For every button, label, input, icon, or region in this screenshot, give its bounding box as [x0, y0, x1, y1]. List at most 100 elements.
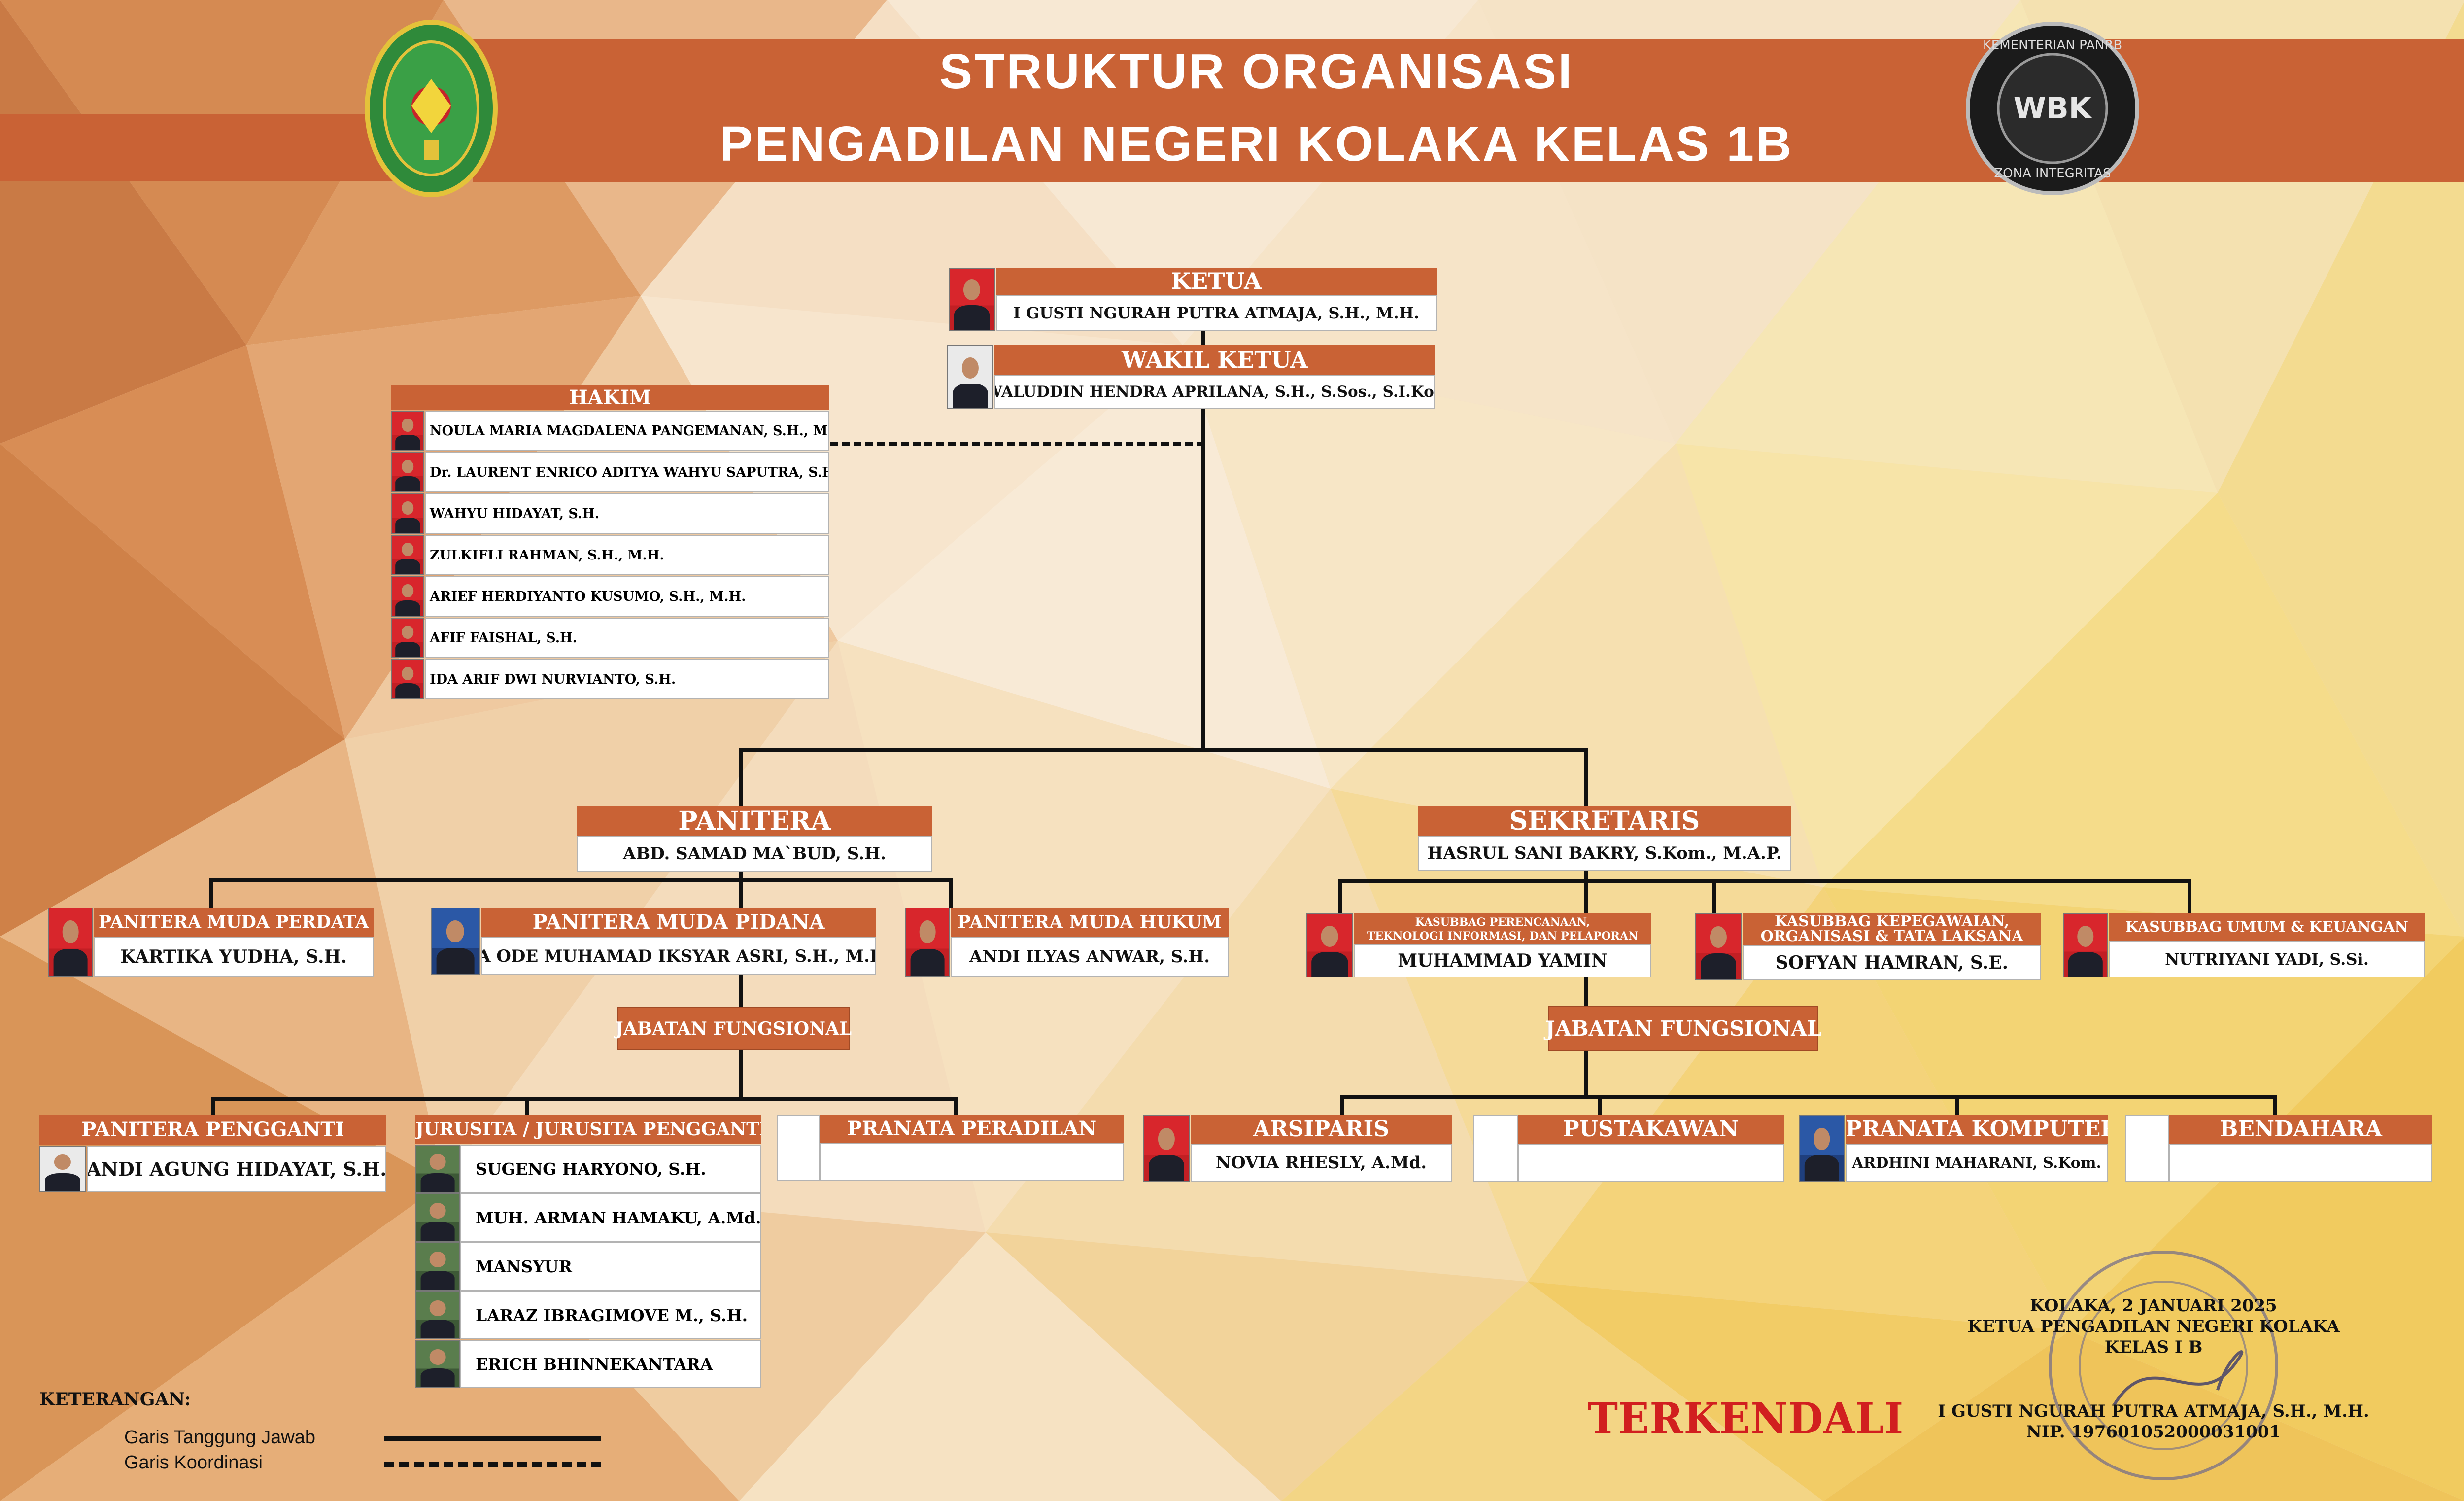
- jabatan-fungsional-right: JABATAN FUNGSIONAL: [1548, 1006, 1818, 1051]
- line-to-kasubbag-kepeg: [1712, 879, 1716, 913]
- kasubbag-umum-title: KASUBBAG UMUM & KEUANGAN: [2109, 913, 2425, 941]
- panitera-pengganti-box: PANITERA PENGGANTI ANDI AGUNG HIDAYAT, S…: [39, 1115, 386, 1192]
- arsiparis-photo: [1143, 1115, 1190, 1182]
- signature-role-line2: KELAS I B: [1932, 1337, 2375, 1358]
- line-wakil-down: [1201, 409, 1205, 750]
- pranata-peradilan-name: [820, 1143, 1124, 1181]
- hakim-photo: [391, 618, 424, 658]
- pranata-komputer-box: PRANATA KOMPUTER ARDHINI MAHARANI, S.Kom…: [1799, 1115, 2108, 1182]
- jurusita-name: ERICH BHINNEKANTARA: [460, 1340, 761, 1388]
- hakim-name: NOULA MARIA MAGDALENA PANGEMANAN, S.H., …: [425, 411, 829, 451]
- kasubbag-kepeg-title-line1: KASUBBAG KEPEGAWAIAN,: [1743, 914, 2041, 929]
- pm-pidana-name: LA ODE MUHAMAD IKSYAR ASRI, S.H., M.H.: [481, 937, 876, 975]
- pranata-komputer-name: ARDHINI MAHARANI, S.Kom.: [1846, 1144, 2108, 1182]
- pranata-komputer-photo: [1799, 1115, 1845, 1182]
- terkendali-stamp: TERKENDALI: [1588, 1394, 1904, 1444]
- hakim-photo: [391, 576, 424, 617]
- hakim-photo: [391, 452, 424, 492]
- sekretaris-box: SEKRETARIS HASRUL SANI BAKRY, S.Kom., M.…: [1418, 806, 1791, 871]
- line-to-pm-hukum: [949, 878, 953, 908]
- kasubbag-kepeg-name: SOFYAN HAMRAN, S.E.: [1743, 945, 2041, 980]
- pm-hukum-name: ANDI ILYAS ANWAR, S.H.: [951, 937, 1229, 977]
- pm-pidana-photo: [431, 908, 480, 975]
- jurusita-row: ERICH BHINNEKANTARA: [415, 1340, 761, 1388]
- hakim-row: Dr. LAURENT ENRICO ADITYA WAHYU SAPUTRA,…: [391, 452, 829, 492]
- line-to-sekretaris: [1584, 748, 1588, 806]
- jurusita-name: MANSYUR: [460, 1242, 761, 1291]
- panitera-pengganti-photo: [39, 1146, 86, 1192]
- hakim-name: AFIF FAISHAL, S.H.: [425, 618, 829, 658]
- panitera-name: ABD. SAMAD MA`BUD, S.H.: [577, 836, 932, 872]
- panitera-title: PANITERA: [577, 806, 932, 836]
- line-to-kasubbag-umum: [2188, 879, 2191, 913]
- ketua-name: I GUSTI NGURAH PUTRA ATMAJA, S.H., M.H.: [996, 295, 1437, 331]
- hakim-photo: [391, 411, 424, 451]
- legend-dashed-label: Garis Koordinasi: [124, 1452, 263, 1473]
- pm-perdata-title: PANITERA MUDA PERDATA: [94, 908, 374, 937]
- signature-place-date: KOLAKA, 2 JANUARI 2025: [1932, 1295, 2375, 1316]
- wakil-ketua-name: AWALUDDIN HENDRA APRILANA, S.H., S.Sos.,…: [994, 375, 1435, 409]
- legend-dashed-line: [384, 1462, 601, 1467]
- kasubbag-umum-photo: [2063, 913, 2108, 977]
- panitera-pengganti-name: ANDI AGUNG HIDAYAT, S.H.: [87, 1146, 386, 1192]
- signature-name: I GUSTI NGURAH PUTRA ATMAJA, S.H., M.H.: [1932, 1401, 2375, 1422]
- kasubbag-umum-box: KASUBBAG UMUM & KEUANGAN NUTRIYANI YADI,…: [2063, 913, 2425, 977]
- bendahara-box: BENDAHARA: [2125, 1115, 2432, 1182]
- wakil-ketua-title: WAKIL KETUA: [994, 345, 1435, 375]
- hakim-title: HAKIM: [391, 385, 829, 410]
- pm-hukum-box: PANITERA MUDA HUKUM ANDI ILYAS ANWAR, S.…: [905, 908, 1229, 977]
- wbk-logo: WBK KEMENTERIAN PANRB ZONA INTEGRITAS: [1964, 20, 2141, 197]
- line-to-jurusita: [525, 1097, 529, 1117]
- pranata-peradilan-photo-slot: [777, 1115, 820, 1181]
- ketua-title: KETUA: [996, 268, 1437, 295]
- jurusita-name: LARAZ IBRAGIMOVE M., S.H.: [460, 1291, 761, 1339]
- line-to-bendahara: [2273, 1095, 2277, 1115]
- line-jf-right-horizontal: [1340, 1095, 2277, 1099]
- page-title: STRUKTUR ORGANISASI: [567, 43, 1947, 100]
- jabatan-fungsional-left: JABATAN FUNGSIONAL: [617, 1007, 850, 1050]
- line-to-pp: [211, 1097, 215, 1117]
- ketua-box: KETUA I GUSTI NGURAH PUTRA ATMAJA, S.H.,…: [949, 268, 1437, 331]
- line-to-pranata-peradilan: [954, 1097, 958, 1117]
- wbk-logo-text: WBK: [2014, 91, 2093, 126]
- panitera-pengganti-title: PANITERA PENGGANTI: [39, 1115, 386, 1145]
- hakim-row: IDA ARIF DWI NURVIANTO, S.H.: [391, 659, 829, 699]
- pm-perdata-photo: [48, 908, 93, 977]
- sekretaris-name: HASRUL SANI BAKRY, S.Kom., M.A.P.: [1418, 836, 1791, 871]
- pm-perdata-box: PANITERA MUDA PERDATA KARTIKA YUDHA, S.H…: [48, 908, 374, 977]
- panitera-box: PANITERA ABD. SAMAD MA`BUD, S.H.: [577, 806, 932, 872]
- pm-perdata-name: KARTIKA YUDHA, S.H.: [94, 937, 374, 977]
- jurusita-row: MANSYUR: [415, 1242, 761, 1291]
- jurusita-row: MUH. ARMAN HAMAKU, A.Md.: [415, 1193, 761, 1242]
- wbk-logo-bottom-text: ZONA INTEGRITAS: [1994, 166, 2111, 181]
- jurusita-name: MUH. ARMAN HAMAKU, A.Md.: [460, 1193, 761, 1242]
- line-to-pranata-komputer: [1955, 1095, 1959, 1115]
- line-to-pustakawan: [1598, 1095, 1602, 1115]
- pranata-komputer-title: PRANATA KOMPUTER: [1846, 1115, 2108, 1144]
- kasubbag-ptip-title: KASUBBAG PERENCANAAN, TEKNOLOGI INFORMAS…: [1354, 913, 1651, 946]
- hakim-row: AFIF FAISHAL, S.H.: [391, 618, 829, 658]
- hakim-name: Dr. LAURENT ENRICO ADITYA WAHYU SAPUTRA,…: [425, 452, 829, 492]
- jurusita-row: LARAZ IBRAGIMOVE M., S.H.: [415, 1291, 761, 1339]
- jurusita-photo: [415, 1291, 460, 1339]
- kasubbag-ptip-title-line2: TEKNOLOGI INFORMASI, DAN PELAPORAN: [1354, 929, 1651, 943]
- kasubbag-kepeg-photo: [1695, 913, 1742, 980]
- hakim-photo: [391, 535, 424, 575]
- hakim-photo: [391, 659, 424, 699]
- kasubbag-kepeg-box: KASUBBAG KEPEGAWAIAN, ORGANISASI & TATA …: [1695, 913, 2041, 980]
- jurusita-photo: [415, 1145, 460, 1193]
- kasubbag-kepeg-title: KASUBBAG KEPEGAWAIAN, ORGANISASI & TATA …: [1743, 913, 2041, 946]
- jurusita-row: SUGENG HARYONO, S.H.: [415, 1145, 761, 1193]
- legend-title: KETERANGAN:: [39, 1389, 191, 1410]
- signature-block: KOLAKA, 2 JANUARI 2025 KETUA PENGADILAN …: [1932, 1295, 2375, 1358]
- pm-pidana-title: PANITERA MUDA PIDANA: [481, 908, 876, 937]
- kasubbag-kepeg-title-line2: ORGANISASI & TATA LAKSANA: [1743, 929, 2041, 944]
- kasubbag-ptip-title-line1: KASUBBAG PERENCANAAN,: [1354, 915, 1651, 929]
- sekretaris-title: SEKRETARIS: [1418, 806, 1791, 836]
- jurusita-photo: [415, 1193, 460, 1242]
- pranata-peradilan-title: PRANATA PERADILAN: [820, 1115, 1124, 1143]
- arsiparis-title: ARSIPARIS: [1191, 1115, 1452, 1144]
- line-jf-left-horizontal: [211, 1097, 958, 1101]
- kasubbag-ptip-name: MUHAMMAD YAMIN: [1354, 944, 1651, 977]
- kasubbag-ptip-photo: [1306, 913, 1353, 977]
